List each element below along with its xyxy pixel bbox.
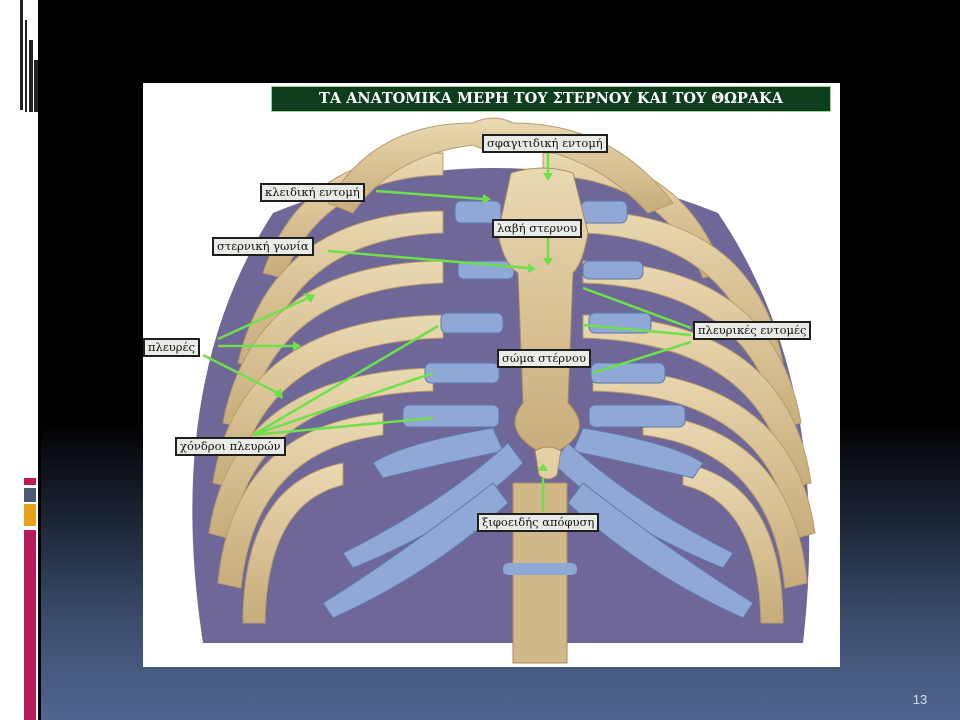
label-ribs: πλευρές	[143, 338, 200, 357]
label-manubrium: λαβή στερνου	[492, 219, 583, 238]
slide-number: 13	[912, 692, 928, 707]
label-clavicular-notch: κλειδική εντομή	[260, 183, 365, 202]
cartilage-right-8	[567, 482, 754, 619]
label-xiphoid-process: ξιφοειδής απόφυση	[477, 513, 600, 532]
label-arrows	[202, 151, 692, 511]
cartilage-left-1	[454, 200, 502, 224]
label-costal-cartilages: χόνδροι πλευρών	[175, 437, 286, 456]
xiphoid-process	[534, 446, 562, 480]
cartilage-left-6	[372, 427, 504, 479]
decorative-bars	[24, 0, 41, 720]
cartilage-left-4	[424, 362, 500, 384]
intervertebral-disc	[503, 563, 577, 575]
cartilage-left-3	[440, 312, 504, 334]
rib-right-6	[642, 412, 808, 589]
cartilage-left-8	[322, 482, 509, 619]
sternum	[497, 167, 589, 459]
cartilage-right-5	[588, 404, 686, 428]
rib-cage-drawing	[192, 117, 816, 664]
cartilage-right-2	[582, 260, 644, 280]
rib-left-6	[217, 412, 384, 589]
cartilage-right-1	[580, 200, 628, 224]
label-sternal-angle: στερνική γωνία	[212, 237, 314, 256]
rib-right-7	[682, 462, 784, 624]
cartilage-right-6	[572, 427, 704, 479]
cartilage-right-4	[590, 362, 666, 384]
arrow-heads	[273, 173, 553, 471]
rib-left-7	[242, 462, 344, 624]
diagram-title: ΤΑ ΑΝΑΤΟΜΙΚΑ ΜΕΡΗ ΤΟΥ ΣΤΕΡΝΟΥ ΚΑΙ ΤΟΥ ΘΩ…	[271, 86, 831, 112]
label-costal-notches: πλευρικές εντομές	[693, 321, 812, 340]
thorax-illustration: ΤΑ ΑΝΑΤΟΜΙΚΑ ΜΕΡΗ ΤΟΥ ΣΤΕΡΝΟΥ ΚΑΙ ΤΟΥ ΘΩ…	[143, 83, 840, 667]
label-sternum-body: σώμα στέρνου	[497, 349, 591, 368]
slide-edge-stripes	[20, 0, 38, 112]
label-jugular-notch: σφαγιτιδική εντομή	[482, 134, 608, 153]
cartilage-left-5	[402, 404, 500, 428]
